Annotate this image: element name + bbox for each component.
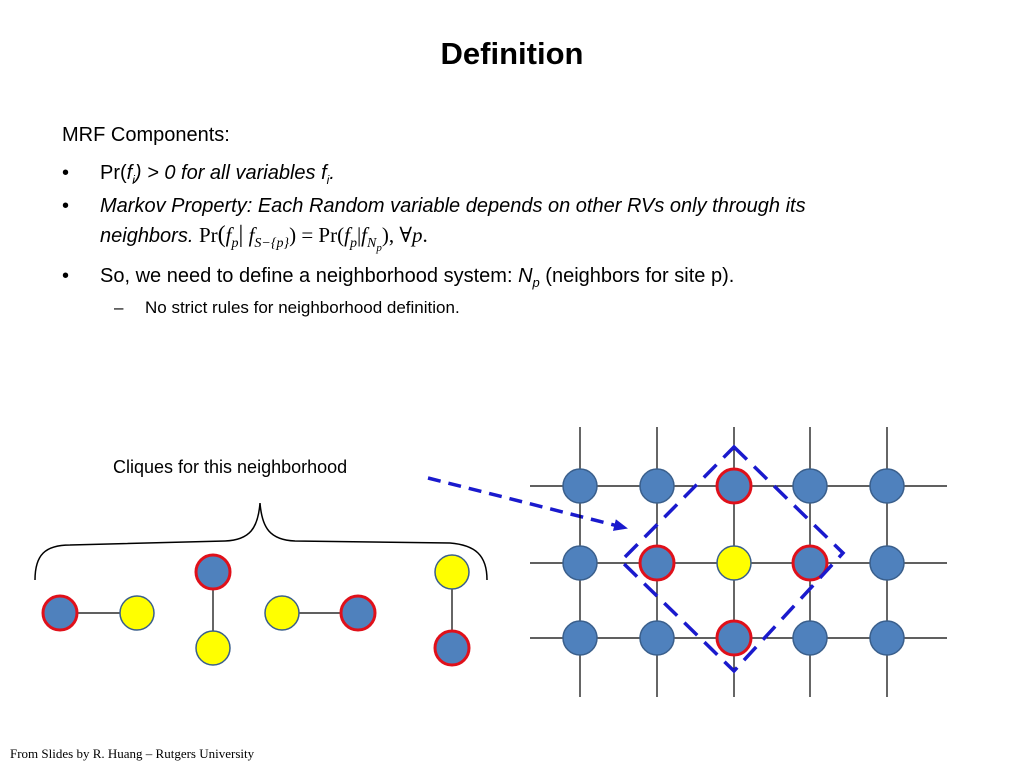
grid-node [869,545,905,581]
formula-f2: f [248,223,255,247]
formula-open2: ( [337,223,345,247]
bullet-1-rest: ) > 0 for all variables [134,162,322,184]
grid-node [639,620,675,656]
dash-marker: – [114,298,124,317]
grid-node [869,620,905,656]
markov-formula: Pr(fp| fS−{p}) = Pr(fp|fNp), ∀p. [198,222,428,254]
bullet-marker: • [62,195,70,217]
bullet-1-sub2: i [326,173,330,187]
bullet-3-N: N [518,265,533,287]
formula-paren: ( [217,222,226,248]
grid-group [530,427,947,697]
formula-bar: | [238,222,244,248]
formula-f: f [225,223,232,247]
clique-node [119,595,155,631]
neighborhood-diamond [618,444,846,674]
bullet-2-neighbors: neighbors. [100,225,194,247]
curly-brace [34,502,488,581]
formula-close: ) [289,223,297,247]
bullet-1-f2: f [321,162,327,184]
grid-node [792,468,828,504]
bullet-1-end: . [329,162,335,184]
clique-node [434,554,470,590]
grid-node [562,468,598,504]
grid-node-neighbor [791,544,829,582]
formula-forall: , ∀ [388,223,413,247]
grid-node [792,620,828,656]
bullet-1-sub: i [132,173,135,187]
slide-title: Definition [440,36,584,71]
formula-bar2: | [356,223,362,247]
formula-dot: . [422,223,428,247]
bullet-1-f: f [126,162,133,184]
formula-N-sub: p [376,241,382,254]
bullet-3-text: So, we need to define a neighborhood sys… [100,263,734,296]
bullet-3-N-sub: p [532,275,540,290]
formula-N: N [367,236,377,252]
clique-node [41,594,79,632]
grid-node-center [716,545,752,581]
bullet-marker: • [62,265,70,287]
formula-f3: f [344,223,350,247]
formula-close2: ) [381,223,389,247]
intro-text: MRF Components: [62,124,230,146]
bullet-2-line2: neighbors. Pr(fp| fS−{p}) = Pr(fp|fNp), … [100,222,428,262]
clique-node [264,595,300,631]
formula-sub-s: S−{p} [254,236,290,252]
grid-node-neighbor [638,544,676,582]
formula-f4: f [361,223,367,247]
formula-eq: = [296,223,319,247]
sub-bullet-text: No strict rules for neighborhood definit… [145,298,460,317]
bullet-1-text: Pr(fi) > 0 for all variables fi. [100,160,335,194]
formula-sub-np: Np [367,236,382,254]
formula-sub-p2: p [349,236,357,252]
clique-node [194,553,232,591]
grid-node-neighbor [715,467,753,505]
bullet-2-line1: Markov Property: Each Random variable de… [100,195,806,217]
dashed-arrow [427,476,628,531]
grid-node [562,620,598,656]
grid-node [562,545,598,581]
cliques-label: Cliques for this neighborhood [113,457,348,477]
bullet-3-main: So, we need to define a neighborhood sys… [100,265,519,287]
formula-p3: p [412,223,423,247]
grid-node [869,468,905,504]
bullet-marker: • [62,162,70,184]
grid-node-neighbor [715,619,753,657]
formula-sub-p: p [231,236,239,252]
footer-credit: From Slides by R. Huang – Rutgers Univer… [10,746,255,761]
clique-node [339,594,377,632]
clique-node [195,630,231,666]
formula-pr2: Pr [318,223,338,247]
bullet-1-prefix: Pr( [100,162,127,184]
bullet-3-after: (neighbors for site p). [539,265,735,287]
clique-group [41,553,471,667]
formula-pr: Pr [198,223,218,247]
grid-node [639,468,675,504]
clique-node [433,629,471,667]
